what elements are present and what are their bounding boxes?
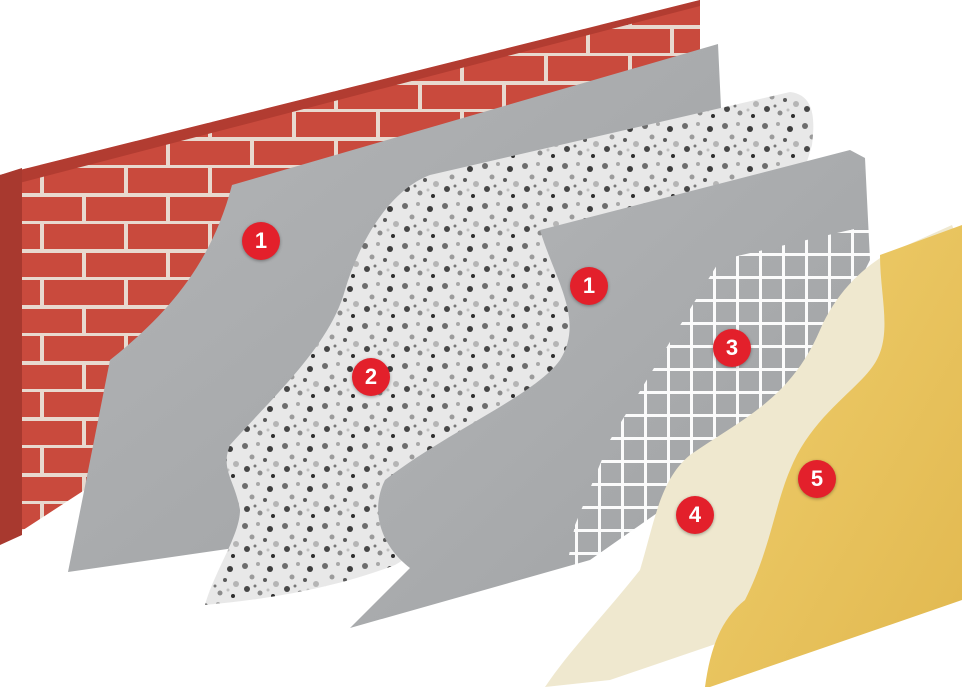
layer-marker-1-lower: 1 [570,267,608,305]
layer-marker-2: 2 [352,358,390,396]
layer-marker-1-upper: 1 [242,222,280,260]
layer-marker-3: 3 [713,329,751,367]
layer-marker-4: 4 [676,496,714,534]
finish-render-layer [705,225,962,687]
layer-marker-5: 5 [798,460,836,498]
